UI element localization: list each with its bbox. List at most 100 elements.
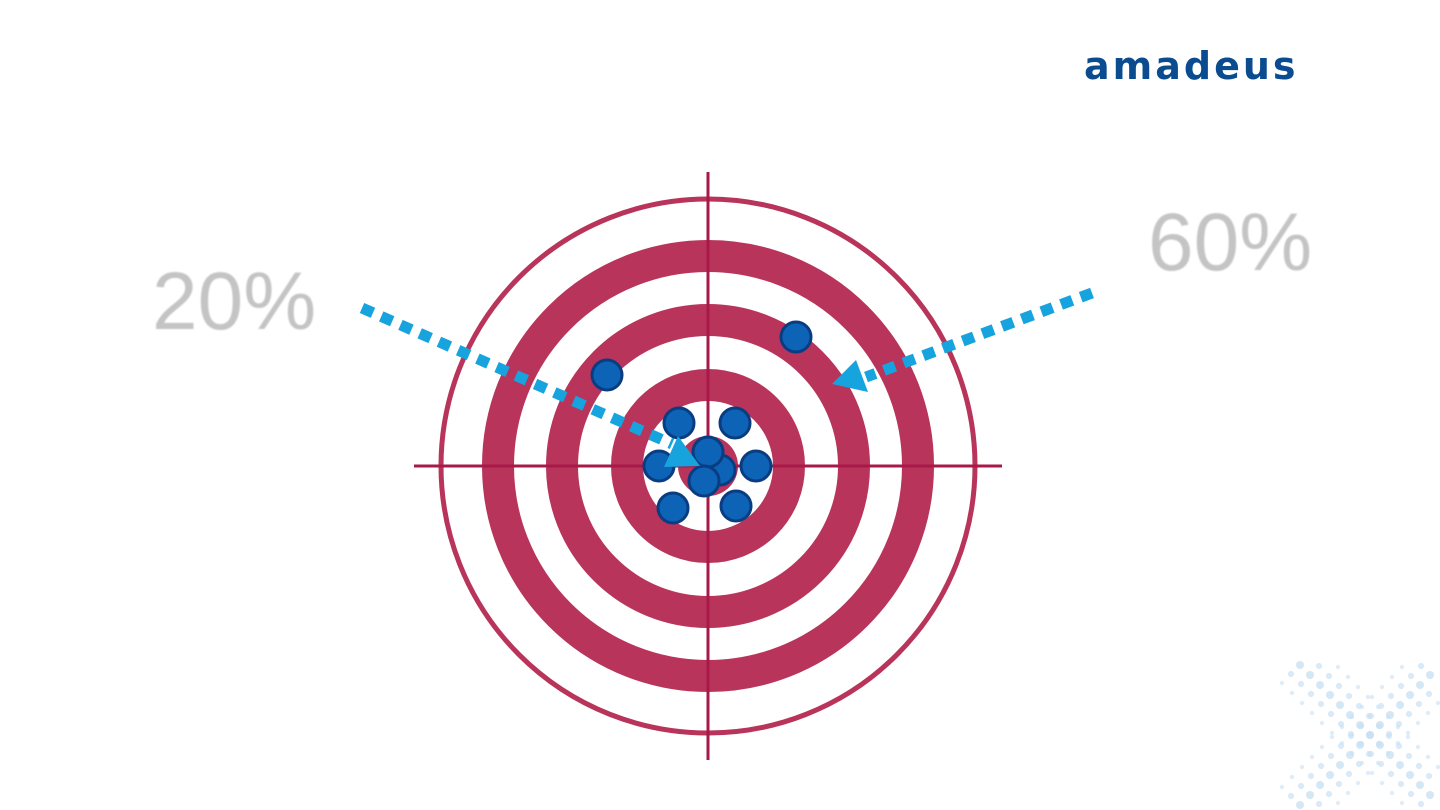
pattern-dot bbox=[1335, 800, 1341, 806]
pattern-dot bbox=[1309, 754, 1315, 760]
pattern-dot bbox=[1405, 730, 1411, 736]
pattern-dot bbox=[1335, 780, 1343, 788]
right-percent-label: 60% bbox=[1148, 197, 1313, 288]
pattern-dot bbox=[1317, 762, 1325, 770]
pattern-dot bbox=[1357, 740, 1365, 748]
pattern-dot bbox=[1306, 791, 1314, 799]
pattern-dot bbox=[1345, 770, 1353, 778]
pattern-dot bbox=[1335, 664, 1341, 670]
pattern-dot bbox=[1299, 700, 1305, 706]
arrows bbox=[359, 287, 1094, 467]
decorative-dot-pattern bbox=[1279, 661, 1440, 809]
pattern-dot bbox=[1287, 792, 1295, 800]
pattern-dot bbox=[1289, 774, 1295, 780]
shot-marker bbox=[691, 435, 725, 469]
left-arrow-line bbox=[359, 302, 675, 450]
amadeus-logo: amadeus bbox=[1084, 44, 1299, 88]
pattern-dot bbox=[1325, 672, 1333, 680]
pattern-dot bbox=[1289, 690, 1295, 696]
pattern-dot bbox=[1376, 721, 1384, 729]
pattern-dot bbox=[1425, 772, 1433, 780]
shot-marker bbox=[687, 464, 721, 498]
shot-marker bbox=[739, 449, 773, 483]
pattern-dot bbox=[1287, 670, 1295, 678]
pattern-dot bbox=[1336, 761, 1344, 769]
pattern-dot bbox=[1415, 720, 1421, 726]
pattern-dot bbox=[1366, 731, 1374, 739]
pattern-dot bbox=[1335, 682, 1343, 690]
pattern-dot bbox=[1405, 752, 1413, 760]
pattern-dot bbox=[1369, 770, 1375, 776]
left-arrowhead bbox=[664, 436, 700, 467]
pattern-dot bbox=[1367, 750, 1375, 758]
pattern-dot bbox=[1279, 680, 1285, 686]
pattern-dot bbox=[1355, 780, 1361, 786]
shots bbox=[590, 320, 813, 525]
pattern-dot bbox=[1326, 771, 1334, 779]
pattern-dot bbox=[1387, 770, 1395, 778]
pattern-dot bbox=[1345, 674, 1351, 680]
pattern-dot bbox=[1379, 780, 1385, 786]
pattern-dot bbox=[1415, 700, 1423, 708]
pattern-dot bbox=[1339, 740, 1345, 746]
pattern-dot bbox=[1296, 801, 1304, 809]
pattern-dot bbox=[1416, 681, 1424, 689]
pattern-dot bbox=[1435, 764, 1440, 770]
pattern-dot bbox=[1407, 672, 1415, 680]
pattern-dot bbox=[1377, 702, 1385, 710]
pattern-dot bbox=[1387, 692, 1395, 700]
pattern-dot bbox=[1379, 684, 1385, 690]
pattern-dot bbox=[1365, 694, 1371, 700]
pattern-dot bbox=[1367, 712, 1375, 720]
pattern-dot bbox=[1376, 741, 1384, 749]
pattern-dot bbox=[1389, 790, 1395, 796]
pattern-dot bbox=[1425, 690, 1433, 698]
pattern-dot bbox=[1425, 710, 1431, 716]
pattern-dot bbox=[1306, 671, 1314, 679]
right-arrow-line bbox=[864, 287, 1094, 383]
pattern-dot bbox=[1415, 744, 1421, 750]
pattern-dot bbox=[1315, 662, 1323, 670]
shot-marker bbox=[662, 406, 696, 440]
pattern-dot bbox=[1386, 711, 1394, 719]
pattern-dot bbox=[1329, 734, 1335, 740]
pattern-dot bbox=[1399, 800, 1405, 806]
pattern-dot bbox=[1407, 790, 1415, 798]
pattern-dot bbox=[1397, 682, 1405, 690]
pattern-dot bbox=[1417, 800, 1425, 808]
pattern-dot bbox=[1349, 750, 1355, 756]
pattern-dot bbox=[1299, 764, 1305, 770]
pattern-dot bbox=[1347, 732, 1355, 740]
pattern-dot bbox=[1316, 681, 1324, 689]
pattern-dot bbox=[1345, 692, 1353, 700]
pattern-dot bbox=[1399, 664, 1405, 670]
pattern-dot bbox=[1406, 771, 1414, 779]
shot-marker bbox=[656, 491, 690, 525]
pattern-dot bbox=[1395, 720, 1403, 728]
pattern-dot bbox=[1357, 722, 1365, 730]
pattern-dot bbox=[1316, 781, 1324, 789]
pattern-dot bbox=[1339, 724, 1345, 730]
pattern-dot bbox=[1415, 762, 1423, 770]
pattern-dot bbox=[1326, 691, 1334, 699]
pattern-dot bbox=[1355, 684, 1361, 690]
pattern-dot bbox=[1377, 760, 1385, 768]
shot-marker bbox=[719, 489, 753, 523]
pattern-dot bbox=[1327, 710, 1335, 718]
pattern-dot bbox=[1405, 734, 1411, 740]
pattern-dot bbox=[1396, 701, 1404, 709]
pattern-dot bbox=[1406, 691, 1414, 699]
pattern-dot bbox=[1396, 761, 1404, 769]
pattern-dot bbox=[1319, 720, 1325, 726]
pattern-dot bbox=[1417, 662, 1425, 670]
pattern-dot bbox=[1369, 694, 1375, 700]
shot-marker bbox=[718, 406, 752, 440]
pattern-dot bbox=[1425, 754, 1431, 760]
shot-marker bbox=[779, 320, 813, 354]
pattern-dot bbox=[1325, 790, 1333, 798]
pattern-dot bbox=[1426, 791, 1434, 799]
pattern-dot bbox=[1279, 784, 1285, 790]
right-arrowhead bbox=[832, 360, 868, 392]
pattern-dot bbox=[1345, 790, 1351, 796]
